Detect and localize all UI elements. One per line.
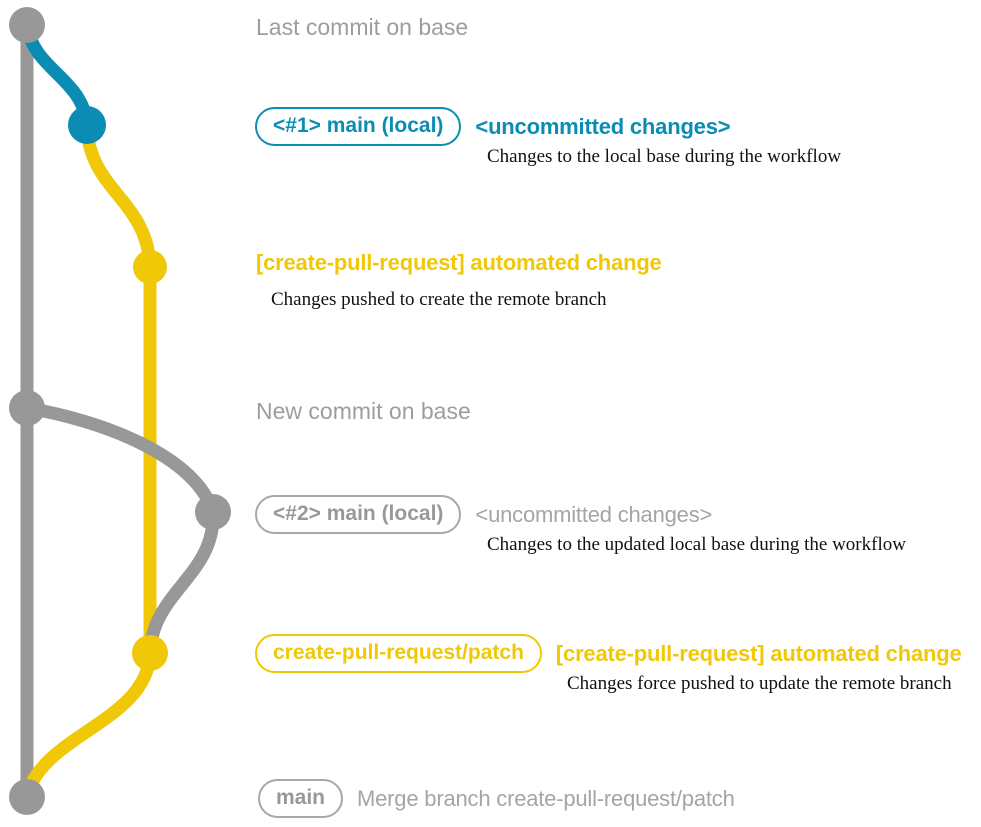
row-automated-change-2: create-pull-request/patch [create-pull-r… <box>255 634 962 673</box>
edge-base-to-local-2 <box>20 401 220 519</box>
badge-local-main-2[interactable]: <#2> main (local) <box>255 495 462 534</box>
badge-main[interactable]: main <box>258 779 344 818</box>
note-automated-change-2: Changes force pushed to update the remot… <box>567 673 952 694</box>
subject-automated-change-2: [create-pull-request] automated change <box>555 640 962 666</box>
row-local-commit-1: <#1> main (local) <uncommitted changes> <box>255 107 731 146</box>
note-local-commit-1: Changes to the local base during the wor… <box>487 146 842 167</box>
label-new-commit-on-base: New commit on base <box>256 398 471 424</box>
edge-remote-2-to-merge <box>20 646 157 804</box>
row-merge-commit: main Merge branch create-pull-request/pa… <box>258 779 735 818</box>
edge-local-1-to-remote-1 <box>80 118 157 274</box>
edge-local-2-to-remote-2 <box>143 505 220 660</box>
node-base-merge-commit[interactable] <box>9 779 45 815</box>
badge-create-pull-request-patch[interactable]: create-pull-request/patch <box>255 634 542 673</box>
node-local-uncommitted-2[interactable] <box>195 494 231 530</box>
node-base-new-commit[interactable] <box>9 390 45 426</box>
subject-uncommitted-changes-2: <uncommitted changes> <box>475 501 713 527</box>
subject-uncommitted-changes-1: <uncommitted changes> <box>475 113 731 139</box>
badge-local-main-1[interactable]: <#1> main (local) <box>255 107 462 146</box>
row-local-commit-2: <#2> main (local) <uncommitted changes> <box>255 495 712 534</box>
node-local-uncommitted-1[interactable] <box>68 106 106 144</box>
subject-merge-branch: Merge branch create-pull-request/patch <box>357 785 735 811</box>
node-base-head-commit[interactable] <box>9 7 45 43</box>
node-remote-automated-1[interactable] <box>133 250 167 284</box>
node-remote-automated-2[interactable] <box>132 635 168 671</box>
subject-automated-change-1: [create-pull-request] automated change <box>256 250 662 275</box>
note-local-commit-2: Changes to the updated local base during… <box>487 534 906 555</box>
note-automated-change-1: Changes pushed to create the remote bran… <box>271 289 607 310</box>
label-last-commit-on-base: Last commit on base <box>256 14 469 40</box>
row-automated-change-1: [create-pull-request] automated change <box>256 250 662 276</box>
